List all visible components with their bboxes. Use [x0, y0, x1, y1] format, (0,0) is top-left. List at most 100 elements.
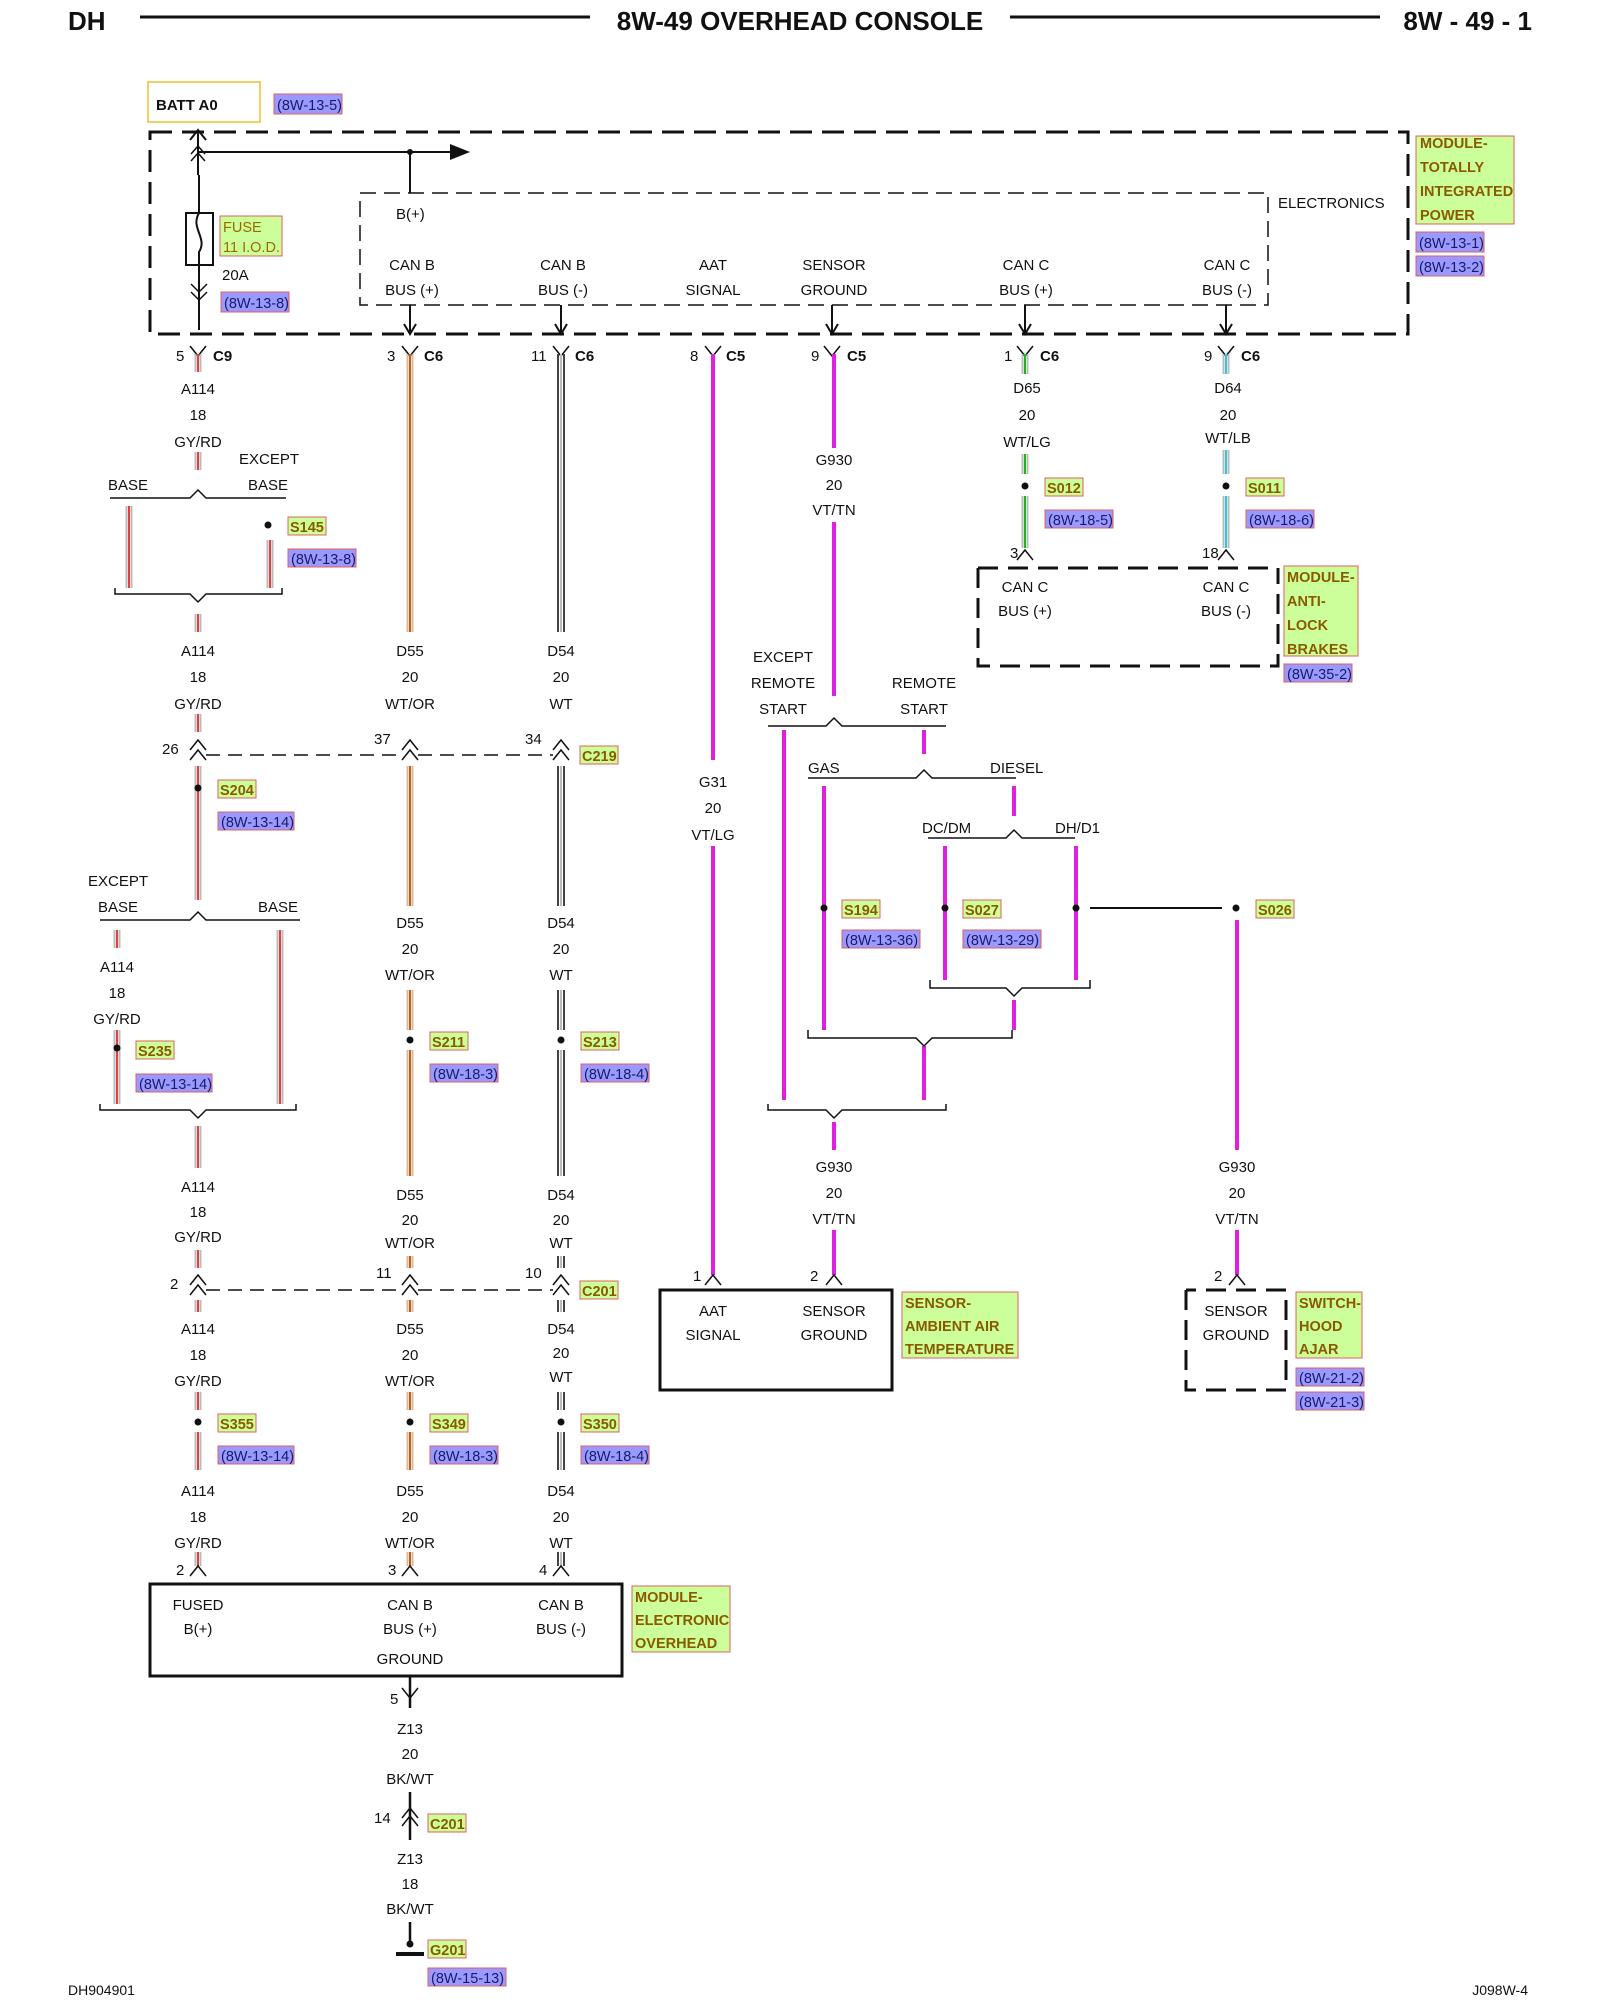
s213-ref[interactable]: (8W-18-4)	[584, 1067, 649, 1083]
tipm-ref-2[interactable]: (8W-13-2)	[1419, 260, 1484, 276]
g930-gauge-1: 20	[826, 477, 843, 494]
s350-ref[interactable]: (8W-18-4)	[584, 1449, 649, 1465]
a114-circuit-4: A114	[181, 1179, 215, 1196]
s349-id: S349	[432, 1417, 466, 1433]
wire-d55-seg-6	[406, 1300, 414, 1312]
a114-gauge-5: 18	[190, 1347, 207, 1364]
hood-switch: 2 SENSOR GROUND SWITCH- HOOD AJAR (8W-21…	[1184, 1268, 1365, 1411]
a114-circuit-5: A114	[181, 1321, 215, 1338]
d54-gauge-5: 20	[553, 1509, 570, 1526]
s211-ref[interactable]: (8W-18-3)	[433, 1067, 498, 1083]
wire-d65-seg-2	[1021, 454, 1029, 474]
tipm-pin-3-l2: SIGNAL	[685, 282, 740, 299]
tipm-title-3: INTEGRATED	[1420, 184, 1513, 200]
d55-circuit-5: D55	[396, 1483, 424, 1500]
conn-d65-name: C6	[1040, 348, 1059, 365]
s012-ref[interactable]: (8W-18-5)	[1048, 513, 1113, 529]
electronics-label: ELECTRONICS	[1278, 195, 1385, 212]
a114-gauge-3: 18	[109, 985, 126, 1002]
s011-ref[interactable]: (8W-18-6)	[1249, 513, 1314, 529]
d54-color-2: WT	[549, 967, 572, 984]
d54-circuit-3: D54	[547, 1187, 575, 1204]
tipm-title-1: MODULE-	[1420, 136, 1488, 152]
a114-color-1: GY/RD	[174, 434, 222, 451]
s355-ref[interactable]: (8W-13-14)	[221, 1449, 294, 1465]
c201-pin-a114: 2	[170, 1276, 178, 1293]
opt-diesel: DIESEL	[990, 760, 1043, 777]
a114-circuit-2: A114	[181, 643, 215, 660]
wire-d64-seg-1	[1222, 354, 1230, 374]
wire-a114-seg-8	[276, 930, 284, 1104]
g201-ref[interactable]: (8W-15-13)	[431, 1971, 504, 1987]
hood-ref-2[interactable]: (8W-21-3)	[1299, 1395, 1364, 1411]
hood-ref-1[interactable]: (8W-21-2)	[1299, 1371, 1364, 1387]
header-left: DH	[68, 6, 106, 36]
a114-braces	[99, 488, 300, 1120]
abs-ref[interactable]: (8W-35-2)	[1287, 667, 1352, 683]
s211-id: S211	[432, 1035, 465, 1051]
wire-d54-seg-5	[557, 1256, 565, 1268]
fuse-iod: 11 I.O.D.	[223, 240, 280, 256]
conn-g31-pin: 8	[690, 348, 698, 365]
tipm-outline	[148, 130, 1410, 336]
evo-title-3: OVERHEAD	[635, 1636, 717, 1652]
s235-ref[interactable]: (8W-13-14)	[139, 1077, 212, 1093]
opt-base-4: BASE	[258, 899, 298, 916]
wire-d64-seg-2	[1222, 450, 1230, 474]
wire-d54-seg-6	[557, 1300, 565, 1312]
s355-id: S355	[220, 1417, 254, 1433]
g930-color-3: VT/TN	[1215, 1211, 1258, 1228]
s349-ref[interactable]: (8W-18-3)	[433, 1449, 498, 1465]
abs-title-4: BRAKES	[1287, 642, 1349, 658]
g930-circuit-3: G930	[1219, 1159, 1256, 1176]
evo-pin-2-num: 3	[388, 1562, 396, 1579]
wire-d54-seg-1	[557, 354, 565, 632]
opt-base-2: BASE	[248, 477, 288, 494]
s027-ref[interactable]: (8W-13-29)	[966, 933, 1039, 949]
a114-circuit-6: A114	[181, 1483, 215, 1500]
abs-title-3: LOCK	[1287, 618, 1329, 634]
tipm-pin-6-l1: CAN C	[1204, 257, 1251, 274]
hood-title-1: SWITCH-	[1299, 1296, 1361, 1312]
ambient-sensor: 1 2 AAT SIGNAL SENSOR GROUND SENSOR- AMB…	[658, 1268, 1019, 1392]
d54-gauge-3: 20	[553, 1212, 570, 1229]
opt-except-remote-3: START	[759, 701, 807, 718]
wire-d54-seg-2	[557, 766, 565, 906]
conn-g31-name: C5	[726, 348, 745, 365]
hood-pin-l1: SENSOR	[1204, 1303, 1268, 1320]
s194-id: S194	[844, 903, 878, 919]
g930-color-1: VT/TN	[812, 502, 855, 519]
s204-ref[interactable]: (8W-13-14)	[221, 815, 294, 831]
z13-gauge-2: 18	[402, 1876, 419, 1893]
opt-remote-2: START	[900, 701, 948, 718]
conn-g930-name: C5	[847, 348, 866, 365]
a114-gauge-6: 18	[190, 1509, 207, 1526]
d65-color: WT/LG	[1003, 434, 1051, 451]
evo-ground-label: GROUND	[377, 1651, 444, 1668]
ambient-title-1: SENSOR-	[905, 1296, 971, 1312]
tipm-title-box: MODULE- TOTALLY INTEGRATED POWER	[1415, 135, 1515, 225]
abs-module: 3 18 CAN C BUS (+) CAN C BUS (-) MODULE-…	[976, 545, 1359, 683]
s145-ref[interactable]: (8W-13-8)	[291, 552, 356, 568]
s350-id: S350	[583, 1417, 617, 1433]
s213-id: S213	[583, 1035, 617, 1051]
g930-circuit-2: G930	[816, 1159, 853, 1176]
c201-connector: 2 11 10 C201	[170, 1265, 619, 1300]
s194-ref[interactable]: (8W-13-36)	[845, 933, 918, 949]
wire-a114-seg-11	[194, 1300, 202, 1312]
wire-a114-seg-7	[113, 1030, 121, 1104]
wire-d55-seg-7	[406, 1392, 414, 1410]
s026-id: S026	[1258, 903, 1292, 919]
aat-pin-2-l1: SENSOR	[802, 1303, 866, 1320]
fuse-ref[interactable]: (8W-13-8)	[224, 296, 289, 312]
d54-circuit-5: D54	[547, 1483, 575, 1500]
wire-d55-seg-2	[406, 766, 414, 906]
tipm-ref-1[interactable]: (8W-13-1)	[1419, 236, 1484, 252]
d55-circuit-1: D55	[396, 643, 424, 660]
batt-ref[interactable]: (8W-13-5)	[277, 98, 342, 114]
aat-pin-1-l1: AAT	[699, 1303, 727, 1320]
wire-d54-seg-3	[557, 990, 565, 1030]
c219-name: C219	[582, 749, 617, 765]
s204-id: S204	[220, 783, 254, 799]
